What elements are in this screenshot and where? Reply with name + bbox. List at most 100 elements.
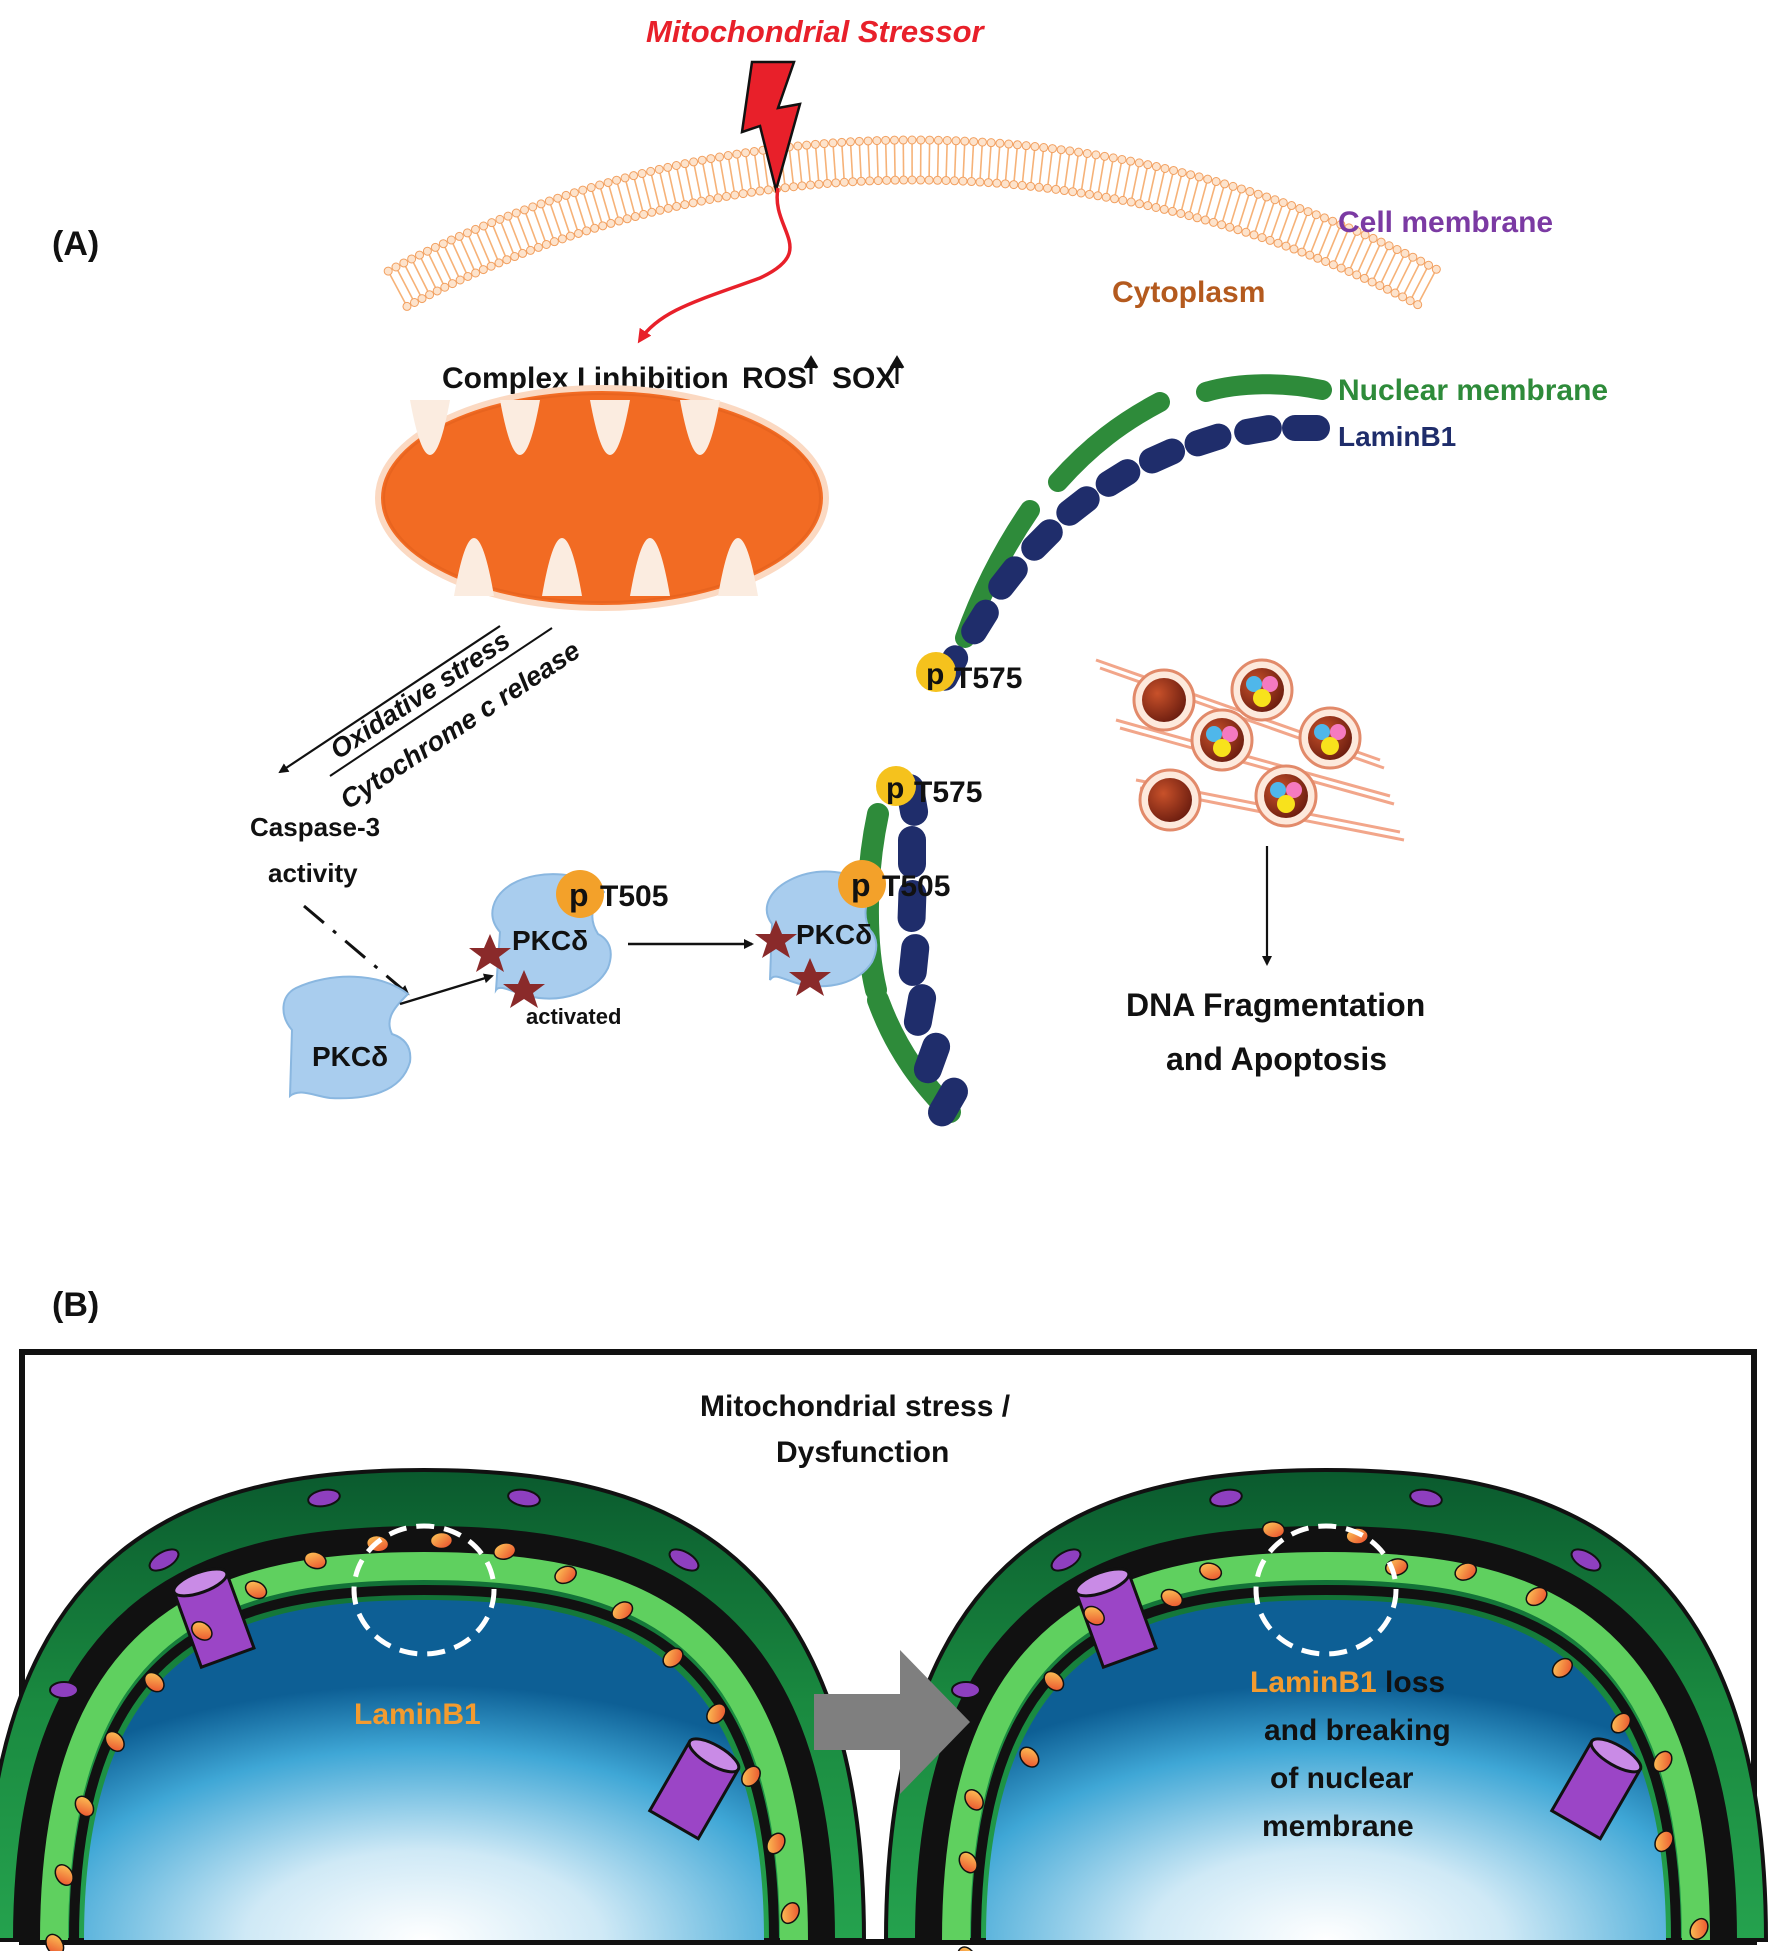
lipid-head bbox=[613, 176, 621, 184]
lipid-head bbox=[829, 139, 837, 147]
lipid-head bbox=[823, 179, 831, 187]
lipid-tail bbox=[798, 146, 802, 186]
lipid-head bbox=[742, 149, 750, 157]
lipid-head bbox=[815, 180, 823, 188]
lipid-tail bbox=[412, 259, 430, 295]
lipid-head bbox=[664, 163, 672, 171]
laminb1-loss-word: LaminB1 loss bbox=[1250, 1666, 1445, 1699]
lipid-head bbox=[1178, 169, 1186, 177]
lipid-tail bbox=[842, 142, 845, 182]
lipid-head bbox=[1013, 141, 1021, 149]
lipid-head bbox=[1254, 190, 1262, 198]
apoptosis-label: and Apoptosis bbox=[1166, 1041, 1387, 1077]
lipid-head bbox=[1226, 223, 1234, 231]
lipid-head bbox=[1250, 231, 1258, 239]
loss-line-2: and breaking bbox=[1264, 1714, 1451, 1747]
lipid-head bbox=[1187, 171, 1195, 179]
lipid-tail bbox=[1131, 163, 1139, 202]
lipid-head bbox=[1329, 217, 1337, 225]
lipid-head bbox=[882, 136, 890, 144]
lipid-head bbox=[847, 138, 855, 146]
ros-label: ROS bbox=[742, 362, 807, 395]
lipid-head bbox=[1160, 205, 1168, 213]
lipid-tail bbox=[754, 151, 760, 191]
lipid-head bbox=[873, 137, 881, 145]
chromatin-nucleosomes bbox=[1096, 660, 1404, 840]
lipid-head bbox=[488, 219, 496, 227]
lipid-tail bbox=[1148, 167, 1157, 206]
lipid-tail bbox=[1005, 144, 1008, 184]
t505-label-2: T505 bbox=[882, 870, 950, 903]
cell-membrane-bilayer bbox=[384, 136, 1440, 310]
lipid-head bbox=[615, 217, 623, 225]
lipid-tail bbox=[1056, 150, 1061, 190]
lipid-tail bbox=[824, 144, 827, 184]
lipid-tail bbox=[1047, 149, 1052, 189]
lipid-head bbox=[943, 136, 951, 144]
lipid-head bbox=[1035, 183, 1043, 191]
lipid-head bbox=[874, 177, 882, 185]
lipid-tail bbox=[1395, 257, 1413, 293]
dna-fragmentation-label: DNA Fragmentation bbox=[1126, 987, 1425, 1023]
lipid-tail bbox=[1380, 250, 1397, 286]
lipid-head bbox=[925, 176, 933, 184]
lipid-head bbox=[554, 194, 562, 202]
lipid-head bbox=[673, 202, 681, 210]
laminb1-unit bbox=[1091, 454, 1145, 501]
lipid-head bbox=[1258, 234, 1266, 242]
lipid-head bbox=[1018, 181, 1026, 189]
lipid-head bbox=[599, 222, 607, 230]
lipid-head bbox=[1432, 265, 1440, 273]
lipid-head bbox=[1282, 242, 1290, 250]
lipid-head bbox=[534, 243, 542, 251]
lipid-tail bbox=[746, 153, 752, 193]
caspase-label-1: Caspase-3 bbox=[250, 812, 380, 842]
laminb1-loss-loss: loss bbox=[1385, 1666, 1445, 1699]
lipid-tail bbox=[396, 267, 415, 302]
lipid-tail bbox=[500, 219, 515, 256]
lipid-head bbox=[1031, 143, 1039, 151]
lipid-tail bbox=[1014, 145, 1018, 185]
lipid-tail bbox=[963, 141, 965, 181]
lipid-tail bbox=[443, 244, 460, 280]
lipid-head bbox=[959, 177, 967, 185]
lipid-tail bbox=[600, 185, 611, 223]
lipid-tail bbox=[651, 171, 660, 210]
loss-line-4: membrane bbox=[1262, 1810, 1414, 1843]
lipid-head bbox=[970, 138, 978, 146]
lipid-head bbox=[410, 298, 418, 306]
lipid-head bbox=[820, 140, 828, 148]
lipid-head bbox=[806, 181, 814, 189]
lipid-head bbox=[631, 213, 639, 221]
lipid-tail bbox=[789, 147, 793, 187]
lipid-head bbox=[942, 176, 950, 184]
lipid-head bbox=[1274, 239, 1282, 247]
lipid-head bbox=[1185, 212, 1193, 220]
lipid-head bbox=[1242, 228, 1250, 236]
lipid-head bbox=[479, 266, 487, 274]
lipid-tail bbox=[1364, 242, 1381, 278]
lipid-head bbox=[1320, 214, 1328, 222]
laminb1-label-a: LaminB1 bbox=[1338, 421, 1456, 452]
lipid-tail bbox=[1098, 156, 1105, 195]
lipid-head bbox=[1027, 182, 1035, 190]
laminb1-unit bbox=[1181, 420, 1235, 460]
panel-a-label: (A) bbox=[52, 225, 99, 263]
lipid-head bbox=[698, 156, 706, 164]
lipid-head bbox=[1353, 271, 1361, 279]
lipid-head bbox=[433, 287, 441, 295]
lipid-head bbox=[864, 137, 872, 145]
lipid-tail bbox=[894, 140, 895, 180]
fragment-dot bbox=[1213, 739, 1231, 757]
lipid-head bbox=[1417, 257, 1425, 265]
lipid-head bbox=[899, 136, 907, 144]
lipid-tail bbox=[737, 154, 743, 193]
lipid-head bbox=[1135, 159, 1143, 167]
lipid-head bbox=[1322, 257, 1330, 265]
cytoplasm-label: Cytoplasm bbox=[1112, 276, 1265, 309]
lipid-head bbox=[607, 219, 615, 227]
lipid-head bbox=[550, 238, 558, 246]
lipid-head bbox=[764, 186, 772, 194]
lipid-head bbox=[883, 176, 891, 184]
